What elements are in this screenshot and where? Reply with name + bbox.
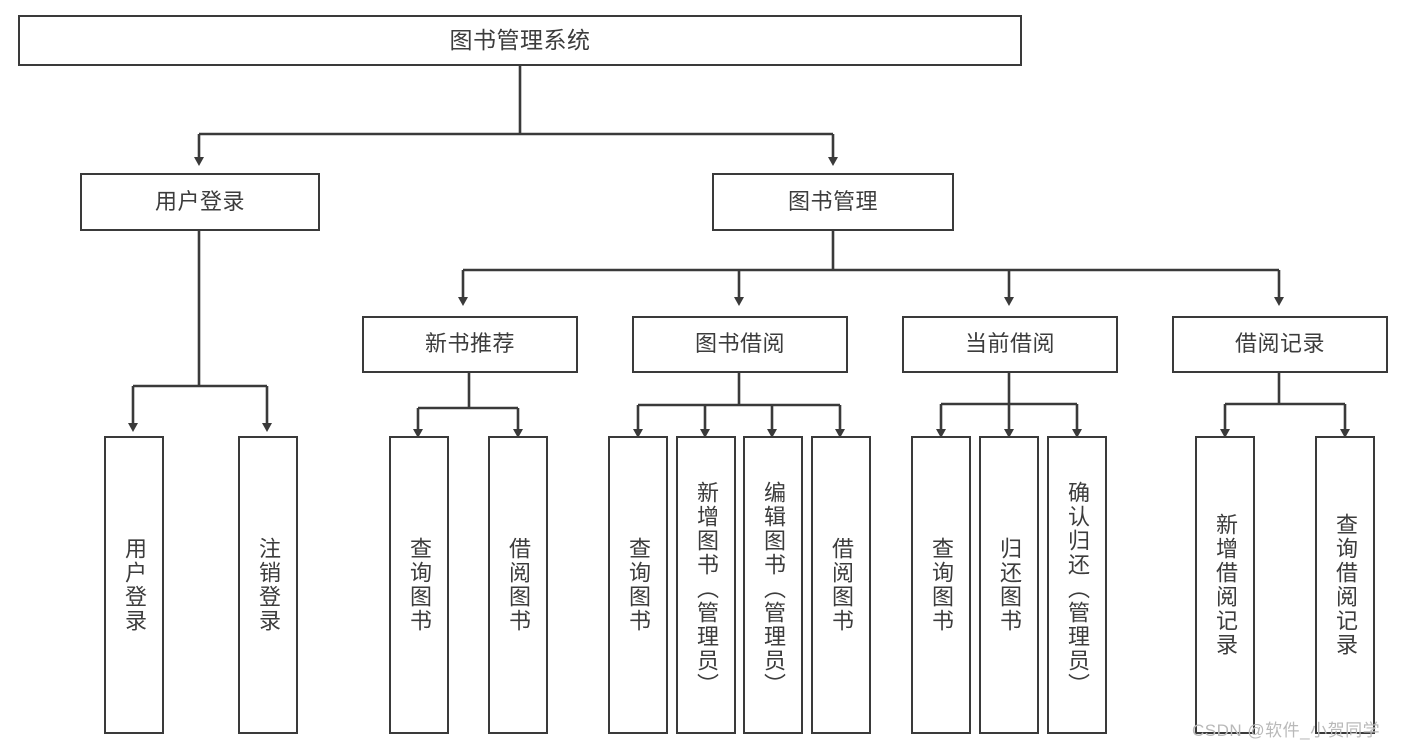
- node-book-management-label: 图书管理: [787, 188, 878, 214]
- leaf-br-query-record-label: 查询借阅记录: [1333, 513, 1358, 657]
- leaf-user-login-label: 用户登录: [122, 537, 147, 633]
- node-book-management[interactable]: 图书管理: [712, 173, 954, 231]
- leaf-cb-confirm-return[interactable]: 确认归还（管理员）: [1047, 436, 1107, 734]
- leaf-logout-label: 注销登录: [256, 537, 281, 633]
- node-borrow-record-label: 借阅记录: [1234, 331, 1325, 357]
- leaf-nb-borrow-book[interactable]: 借阅图书: [488, 436, 548, 734]
- leaf-user-login[interactable]: 用户登录: [104, 436, 164, 734]
- leaf-bb-borrow-book-label: 借阅图书: [829, 537, 854, 633]
- leaf-cb-query-book-label: 查询图书: [929, 537, 954, 633]
- leaf-cb-return-book-label: 归还图书: [997, 537, 1022, 633]
- node-current-borrow-label: 当前借阅: [964, 331, 1055, 357]
- node-root-system-label: 图书管理系统: [449, 26, 591, 53]
- node-new-book-recommend[interactable]: 新书推荐: [362, 316, 578, 373]
- leaf-cb-return-book[interactable]: 归还图书: [979, 436, 1039, 734]
- leaf-br-add-record-label: 新增借阅记录: [1213, 513, 1238, 657]
- leaf-br-add-record[interactable]: 新增借阅记录: [1195, 436, 1255, 734]
- leaf-bb-add-book[interactable]: 新增图书（管理员）: [676, 436, 736, 734]
- leaf-bb-borrow-book[interactable]: 借阅图书: [811, 436, 871, 734]
- leaf-nb-borrow-book-label: 借阅图书: [506, 537, 531, 633]
- leaf-cb-query-book[interactable]: 查询图书: [911, 436, 971, 734]
- leaf-bb-query-book-label: 查询图书: [626, 537, 651, 633]
- leaf-bb-edit-book-label: 编辑图书（管理员）: [761, 481, 786, 697]
- csdn-watermark: CSDN @软件_小贺同学: [1192, 721, 1381, 740]
- leaf-bb-query-book[interactable]: 查询图书: [608, 436, 668, 734]
- leaf-bb-add-book-label: 新增图书（管理员）: [694, 481, 719, 697]
- leaf-br-query-record[interactable]: 查询借阅记录: [1315, 436, 1375, 734]
- node-user-login[interactable]: 用户登录: [80, 173, 320, 231]
- leaf-cb-confirm-return-label: 确认归还（管理员）: [1065, 481, 1090, 697]
- node-user-login-label: 用户登录: [154, 188, 245, 214]
- leaf-bb-edit-book[interactable]: 编辑图书（管理员）: [743, 436, 803, 734]
- node-new-book-recommend-label: 新书推荐: [424, 331, 515, 357]
- node-root-system[interactable]: 图书管理系统: [18, 15, 1022, 66]
- node-current-borrow[interactable]: 当前借阅: [902, 316, 1118, 373]
- leaf-logout[interactable]: 注销登录: [238, 436, 298, 734]
- node-book-borrow[interactable]: 图书借阅: [632, 316, 848, 373]
- node-book-borrow-label: 图书借阅: [694, 331, 785, 357]
- node-borrow-record[interactable]: 借阅记录: [1172, 316, 1388, 373]
- leaf-nb-query-book[interactable]: 查询图书: [389, 436, 449, 734]
- leaf-nb-query-book-label: 查询图书: [407, 537, 432, 633]
